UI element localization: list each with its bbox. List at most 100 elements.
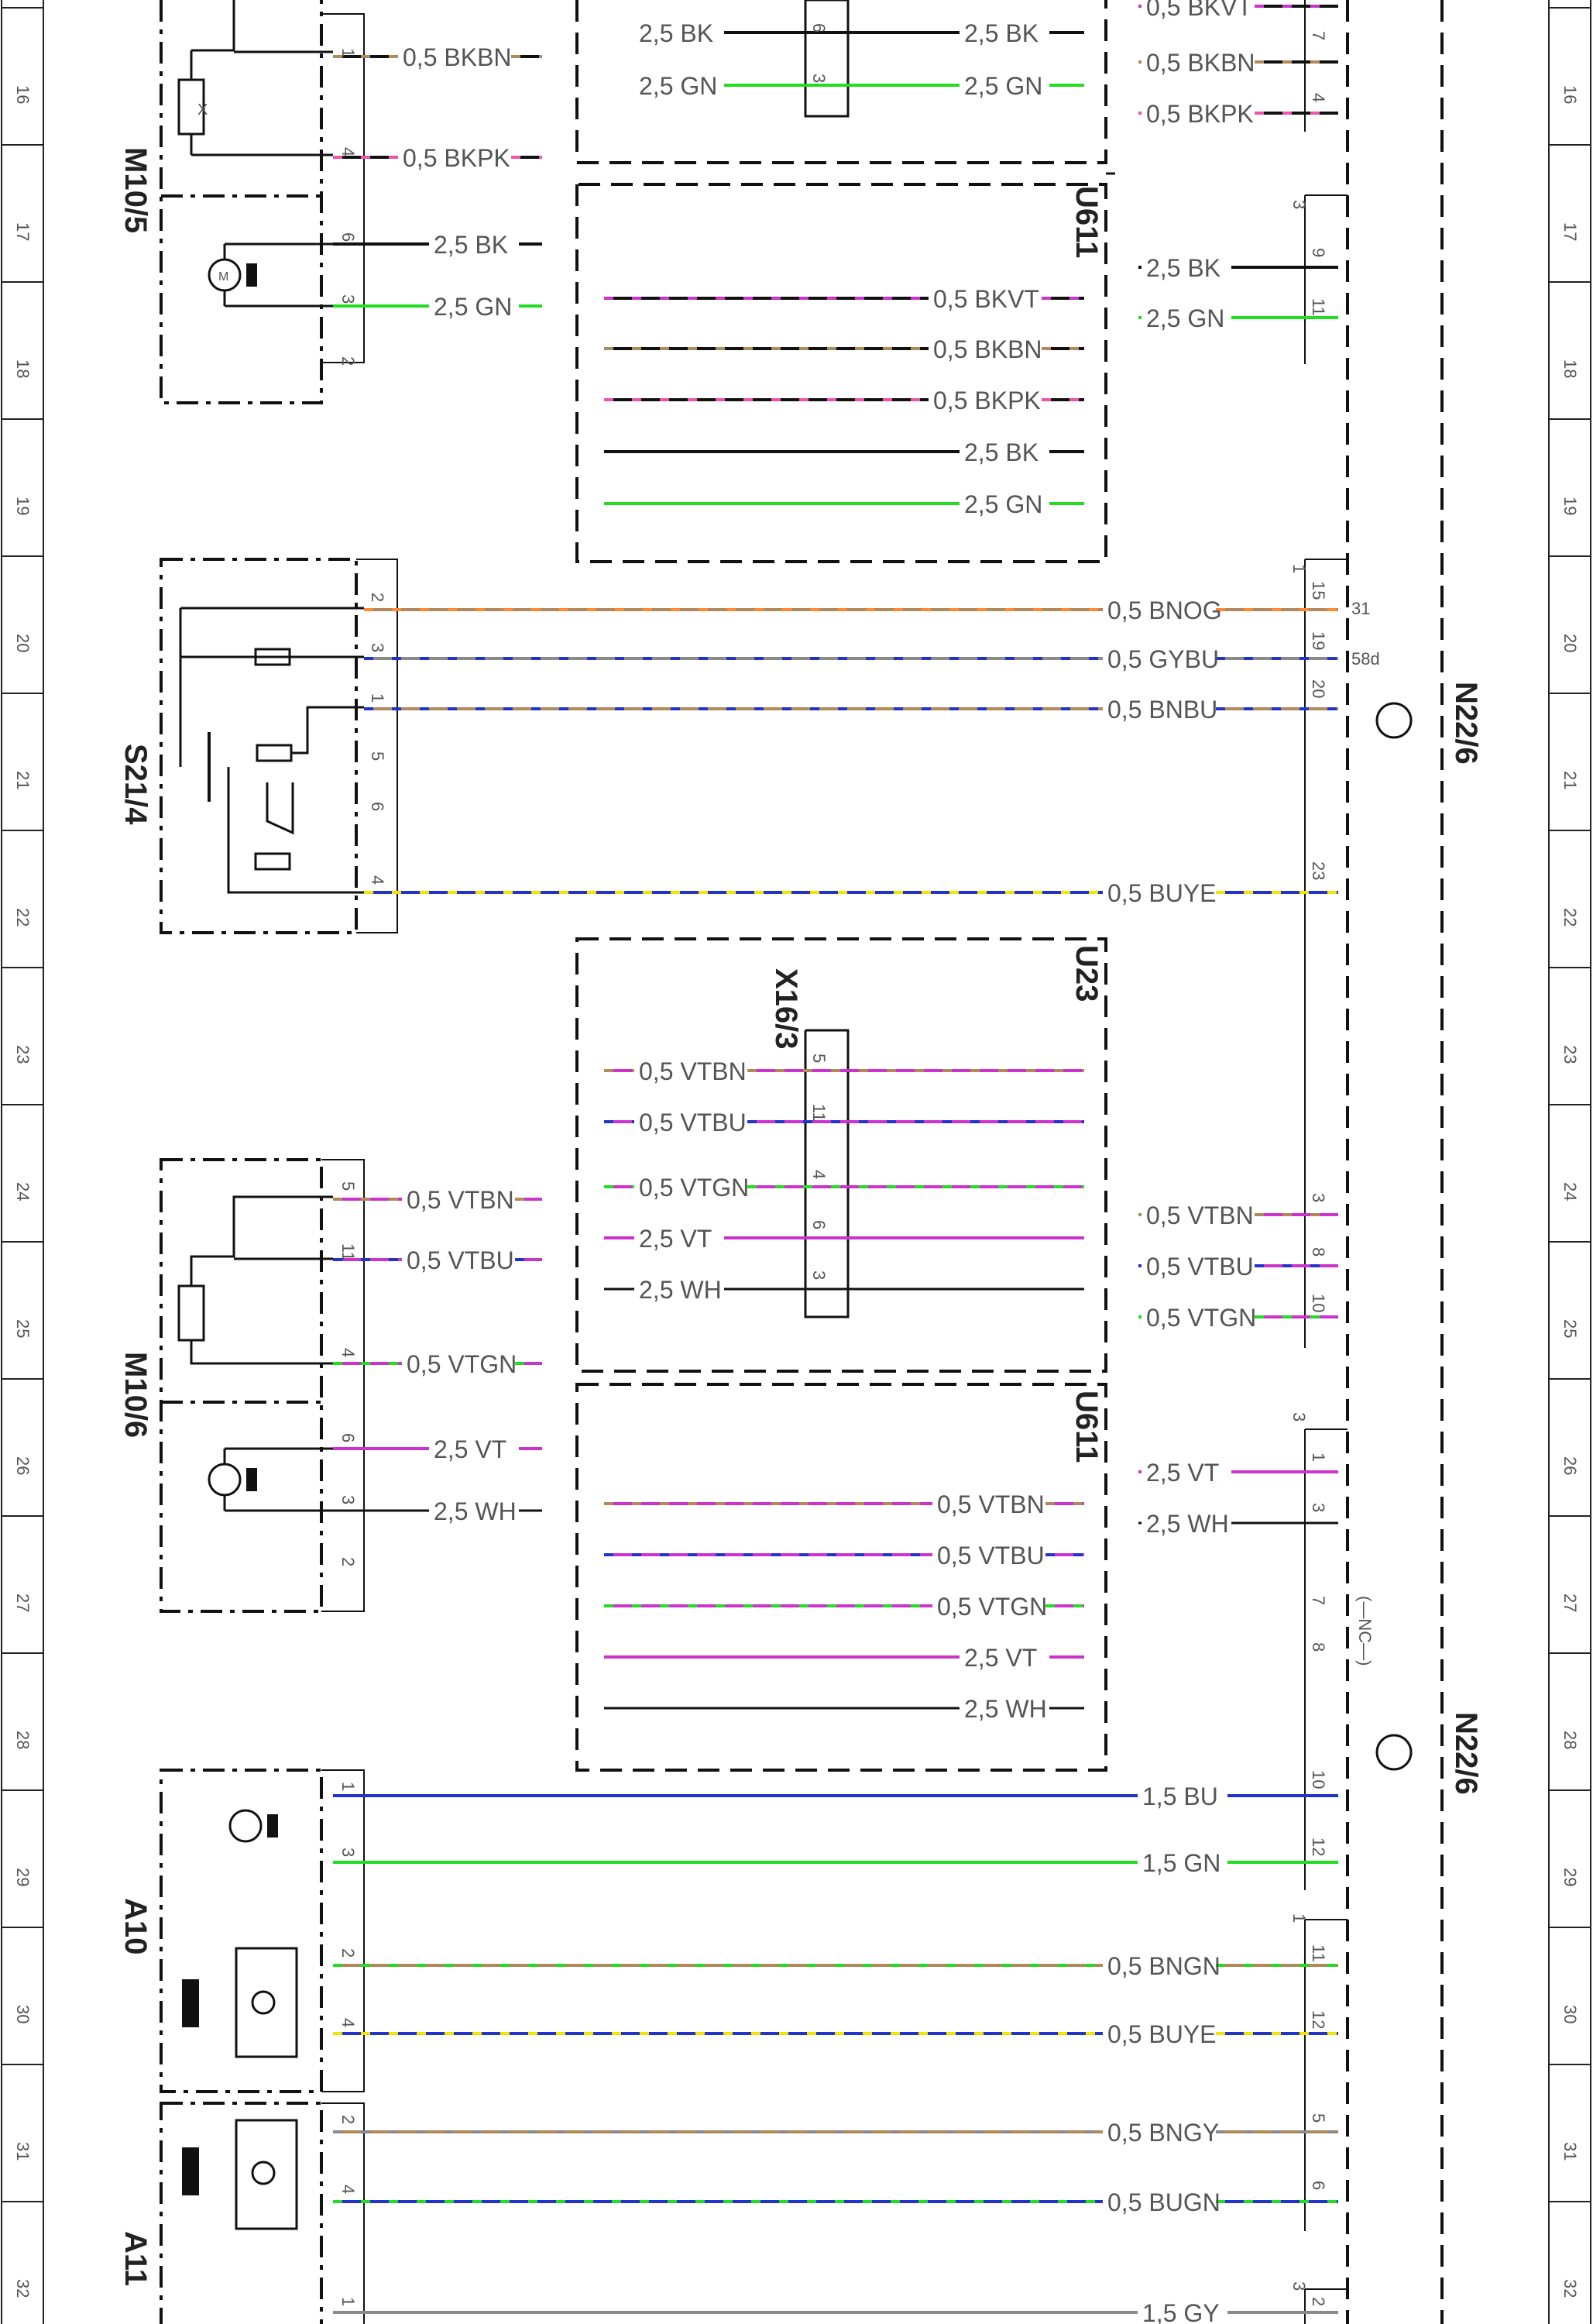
terminal-31: 31 xyxy=(1351,599,1370,618)
u23-block xyxy=(575,937,1107,1772)
m-symbol: M xyxy=(218,270,228,284)
wire-label: 0,5 VTBN xyxy=(407,1186,514,1214)
pin-number: 1 xyxy=(368,693,387,703)
wire-label: 0,5 VTBN xyxy=(639,1057,747,1085)
wire-label: 0,5 BKPK xyxy=(933,387,1041,414)
wire-label: 2,5 BK xyxy=(434,231,508,259)
pin-number: 5 xyxy=(1309,2113,1328,2123)
grid-row-left: 25 xyxy=(13,1319,33,1338)
pin-number: 12 xyxy=(1309,2010,1328,2029)
pin-number: 3 xyxy=(338,1848,358,1857)
grid-row-left: 19 xyxy=(13,497,33,515)
pin-number: 23 xyxy=(1309,861,1328,880)
wire-label: 0,5 VTBN xyxy=(1146,1202,1254,1229)
grid-row-right: 25 xyxy=(1560,1319,1580,1338)
grid-row-left: 21 xyxy=(13,771,33,789)
grid-row-left: 17 xyxy=(13,222,33,241)
a10-component xyxy=(160,1769,365,2093)
pin-number: 2 xyxy=(338,1948,358,1958)
wire-label: 0,5 VTGN xyxy=(937,1593,1047,1621)
pin-number: 3 xyxy=(338,1495,358,1504)
m10-5-component xyxy=(160,0,365,404)
grid-row-right: 31 xyxy=(1560,2142,1580,2161)
wire-label: 2,5 VT xyxy=(639,1225,712,1253)
grid-row-right: 17 xyxy=(1560,222,1580,241)
wire-label: 0,5 BNGY xyxy=(1107,2119,1219,2147)
wire-label: 0,5 VTBN xyxy=(937,1490,1045,1518)
wire-label: 0,5 BUGN xyxy=(1107,2188,1220,2216)
pin-number: 11 xyxy=(1309,298,1328,316)
pin-number: 2 xyxy=(338,356,358,366)
grid-row-right: 29 xyxy=(1560,1868,1580,1886)
pin-number: 2 xyxy=(1309,2297,1328,2306)
pin-number: 3 xyxy=(1309,1503,1328,1512)
wire-label: 0,5 VTBU xyxy=(1146,1253,1254,1281)
wire-label: 2,5 WH xyxy=(639,1276,722,1304)
grid-row-left: 28 xyxy=(13,1731,33,1749)
wire-label: 2,5 WH xyxy=(434,1497,517,1525)
wire-label: 0,5 BUYE xyxy=(1107,2020,1217,2048)
pin-number: 3 xyxy=(1289,1412,1309,1422)
pin-number: 2 xyxy=(338,2115,358,2124)
pin-number: 10 xyxy=(1309,1770,1328,1789)
grid-row-left: 16 xyxy=(13,85,33,104)
pin-number: 5 xyxy=(338,1181,358,1191)
grid-row-left: 32 xyxy=(13,2279,33,2298)
u611-top-block xyxy=(575,0,1115,563)
wire-label: 0,5 BKPK xyxy=(1146,100,1254,128)
grid-row-left: 27 xyxy=(13,1593,33,1612)
pin-number: 4 xyxy=(338,2018,358,2027)
pin-number: 3 xyxy=(1289,2281,1309,2291)
grid-row-right: 30 xyxy=(1560,2005,1580,2023)
a11-label: A11 xyxy=(118,2231,153,2286)
x-symbol: X xyxy=(197,101,208,119)
pin-number: 4 xyxy=(338,147,358,156)
wire-label: 0,5 BKBN xyxy=(403,43,512,71)
grid-row-left: 30 xyxy=(13,2005,33,2023)
u611-label-2: U611 xyxy=(1069,1391,1104,1463)
grid-row-right: 21 xyxy=(1560,771,1580,789)
wire-label: 0,5 BUYE xyxy=(1107,879,1217,907)
pin-number: 1 xyxy=(1289,1913,1309,1923)
pin-number: 3 xyxy=(338,294,358,304)
pin-number: 11 xyxy=(1309,1944,1328,1962)
pin-number: 4 xyxy=(338,2185,358,2194)
grid-row-left: 22 xyxy=(13,908,33,927)
grid-row-right: 28 xyxy=(1560,1731,1580,1749)
n22-6-label-2: N22/6 xyxy=(1449,1712,1483,1795)
wire-label: 0,5 BNGN xyxy=(1107,1952,1220,1980)
pin-number: 19 xyxy=(1309,631,1328,650)
grid-row-right: 24 xyxy=(1560,1182,1580,1201)
wire-label: 2,5 GN xyxy=(639,72,717,100)
wire-label: 0,5 VTGN xyxy=(1146,1304,1256,1332)
grid-row-right: 27 xyxy=(1560,1593,1580,1612)
wire-label: 1,5 GY xyxy=(1142,2299,1220,2324)
pin-number: 11 xyxy=(338,1243,358,1261)
grid-row-left: 29 xyxy=(13,1868,33,1886)
wire-label: 0,5 VTBU xyxy=(407,1246,514,1274)
wire-label: 0,5 BKPK xyxy=(403,144,510,172)
pin-number: 1 xyxy=(1289,564,1309,573)
u611-label-1: U611 xyxy=(1069,186,1104,258)
pin-number: 1 xyxy=(338,2297,358,2306)
wire-label: 2,5 VT xyxy=(1146,1459,1219,1487)
pin-number: 9 xyxy=(1309,248,1328,257)
grid-row-right: 22 xyxy=(1560,908,1580,927)
m10-6-component xyxy=(160,1158,365,1613)
s21-4-label: S21/4 xyxy=(118,744,153,825)
grid-row-right: 20 xyxy=(1560,634,1580,652)
wire-label: 2,5 WH xyxy=(1146,1510,1229,1538)
wire-label: 2,5 WH xyxy=(964,1695,1047,1723)
pin-number: 1 xyxy=(338,48,358,57)
grid-row-left: 24 xyxy=(13,1182,33,1201)
pin-number: 6 xyxy=(809,23,829,33)
grid-row-right: 19 xyxy=(1560,497,1580,515)
n22-6-connector-strips xyxy=(1304,0,1348,2324)
pin-number: 6 xyxy=(809,1220,829,1229)
pin-number: 6 xyxy=(338,1433,358,1442)
pin-number: 3 xyxy=(368,643,387,652)
pin-number: 2 xyxy=(338,1557,358,1566)
m10-6-label: M10/6 xyxy=(118,1352,153,1438)
pin-number: 4 xyxy=(368,875,387,885)
